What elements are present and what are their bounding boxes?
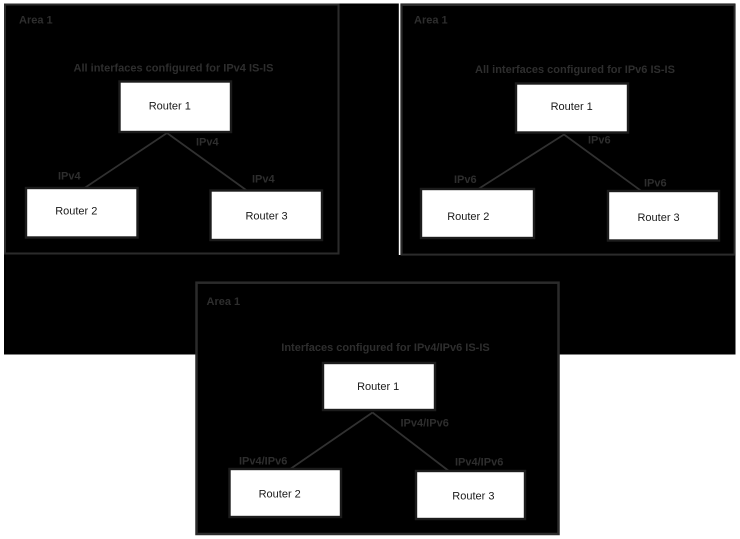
- svg-text:Router 3: Router 3: [637, 212, 679, 224]
- svg-text:Router 1: Router 1: [357, 381, 399, 393]
- svg-text:IPv6: IPv6: [588, 135, 611, 147]
- svg-text:IPv6: IPv6: [454, 174, 477, 186]
- svg-text:Router 2: Router 2: [259, 489, 301, 501]
- svg-text:IPv6: IPv6: [644, 178, 667, 190]
- svg-text:Area 1: Area 1: [207, 296, 241, 308]
- svg-text:Router 1: Router 1: [551, 101, 593, 113]
- svg-text:IPv4/IPv6: IPv4/IPv6: [455, 457, 503, 469]
- svg-text:Router 1: Router 1: [149, 100, 191, 112]
- svg-text:Router 3: Router 3: [245, 210, 287, 222]
- svg-text:Router 3: Router 3: [452, 491, 494, 503]
- svg-text:Area 1: Area 1: [19, 14, 53, 26]
- svg-text:IPv4: IPv4: [58, 171, 82, 183]
- svg-text:All interfaces configured for: All interfaces configured for IPv4 IS-IS: [74, 63, 274, 75]
- svg-text:Interfaces configured for IPv4: Interfaces configured for IPv4/IPv6 IS-I…: [281, 342, 489, 354]
- svg-text:Router 2: Router 2: [55, 205, 97, 217]
- svg-text:All interfaces configured for: All interfaces configured for IPv6 IS-IS: [475, 64, 675, 76]
- svg-text:IPv4/IPv6: IPv4/IPv6: [401, 418, 449, 430]
- svg-text:IPv4: IPv4: [252, 174, 276, 186]
- svg-text:Router 2: Router 2: [447, 211, 489, 223]
- svg-text:IPv4: IPv4: [196, 136, 220, 148]
- svg-text:IPv4/IPv6: IPv4/IPv6: [239, 456, 287, 468]
- svg-text:Area 1: Area 1: [414, 14, 448, 26]
